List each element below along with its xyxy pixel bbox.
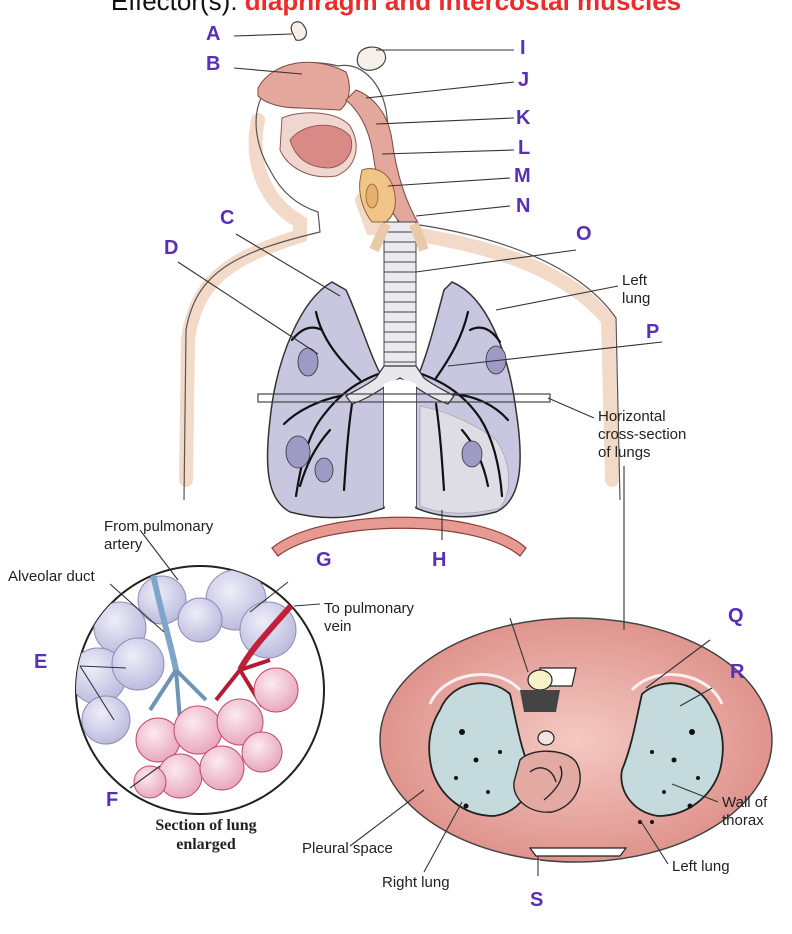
- label-left-lung-line1: Left: [622, 272, 648, 289]
- letter-l: L: [518, 137, 531, 159]
- letter-e: E: [34, 651, 48, 673]
- letter-o: O: [576, 223, 592, 245]
- label-from-pulmonary-line1: From pulmonary: [104, 518, 214, 535]
- label-section-caption: Section of lung enlarged: [126, 816, 286, 854]
- label-to-pulmonary-line2: vein: [324, 618, 352, 635]
- heart-space: [384, 379, 416, 511]
- head-shape-a: [290, 21, 308, 41]
- letter-c: C: [220, 207, 235, 229]
- leader-lines: [79, 33, 719, 876]
- label-wall-line1: Wall of: [722, 794, 768, 811]
- header-prefix: Effector(s):: [110, 0, 245, 16]
- label-left-lung: Left lung: [622, 272, 650, 308]
- label-from-pulmonary: From pulmonary artery: [104, 518, 213, 554]
- label-from-pulmonary-line2: artery: [104, 536, 143, 553]
- letter-i: I: [520, 37, 526, 59]
- label-left-lung-cs: Left lung: [672, 858, 730, 875]
- sternum: [528, 847, 628, 857]
- letter-n: N: [516, 195, 531, 217]
- trachea: [369, 221, 429, 373]
- letter-p: P: [646, 321, 660, 343]
- right-lung: [266, 281, 386, 519]
- label-alveolar-duct: Alveolar duct: [8, 568, 95, 585]
- head-airway: [257, 61, 421, 231]
- label-cross-section: Horizontal cross-section of lungs: [598, 408, 686, 462]
- letter-k: K: [516, 107, 531, 129]
- label-wall-of-thorax: Wall of thorax: [722, 794, 767, 830]
- nasal-cavity: [257, 61, 350, 111]
- letter-b: B: [206, 53, 221, 75]
- heart-cs: [513, 750, 581, 813]
- header-answer: diaphragm and intercostal muscles: [244, 0, 682, 16]
- label-cross-section-line2: cross-section: [598, 426, 687, 443]
- letter-g: G: [316, 549, 332, 571]
- letter-h: H: [432, 549, 447, 571]
- label-to-pulmonary: To pulmonary vein: [324, 600, 414, 636]
- epiglottis: [365, 183, 379, 209]
- label-left-lung-line2: lung: [622, 290, 651, 307]
- label-pleural-space: Pleural space: [302, 840, 393, 857]
- left-lung-cs: [620, 682, 724, 817]
- effector-header: Effector(s): diaphragm and intercostal m…: [0, 0, 792, 17]
- diaphragm: [271, 516, 527, 557]
- cross-section-band: [257, 393, 551, 403]
- letter-r: R: [730, 661, 745, 683]
- letter-f: F: [106, 789, 119, 811]
- head-shape-i: [356, 46, 387, 71]
- label-right-lung: Right lung: [382, 874, 450, 891]
- letter-s: S: [530, 889, 544, 911]
- label-wall-line2: thorax: [722, 812, 764, 829]
- aorta: [537, 730, 555, 746]
- left-lung: [414, 281, 521, 518]
- letter-j: J: [518, 69, 530, 91]
- label-section-caption-line1: Section of lung: [155, 817, 257, 834]
- label-to-pulmonary-line1: To pulmonary: [324, 600, 415, 617]
- magnified-alveoli: [75, 565, 325, 815]
- letter-a: A: [206, 23, 221, 45]
- label-section-caption-line2: enlarged: [176, 836, 236, 854]
- letter-q: Q: [728, 605, 744, 627]
- vertebra: [520, 667, 577, 712]
- tongue: [289, 124, 353, 169]
- letter-d: D: [164, 237, 179, 259]
- letter-m: M: [514, 165, 531, 187]
- thorax-cross-section: [379, 617, 773, 864]
- label-cross-section-line1: Horizontal: [598, 408, 666, 425]
- label-cross-section-line3: of lungs: [598, 444, 651, 461]
